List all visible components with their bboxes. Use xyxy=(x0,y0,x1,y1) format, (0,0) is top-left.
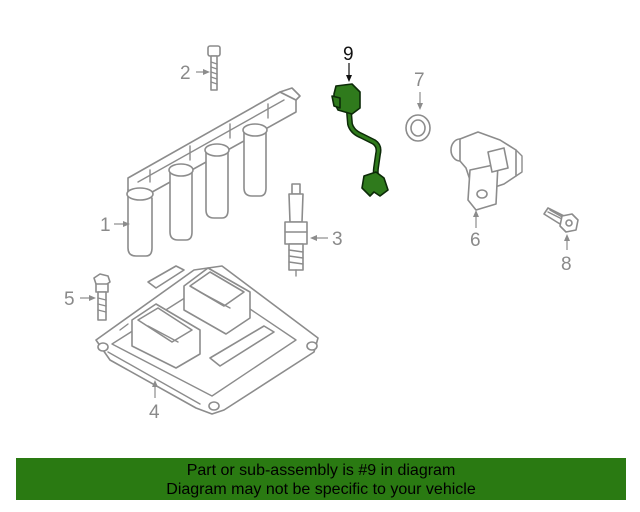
callout-6: 6 xyxy=(470,230,481,251)
callout-7: 7 xyxy=(414,70,425,91)
callout-1: 1 xyxy=(100,215,111,236)
bolt-5 xyxy=(93,273,111,321)
ignition-coil-pack-1 xyxy=(126,87,301,257)
callout-3: 3 xyxy=(332,229,343,250)
part-info-banner: Part or sub-assembly is #9 in diagram Di… xyxy=(16,458,626,500)
banner-line-part: Part or sub-assembly is #9 in diagram xyxy=(186,462,456,479)
callout-9: 9 xyxy=(343,44,354,65)
ecm-4 xyxy=(95,265,319,415)
callout-2: 2 xyxy=(180,63,191,84)
bolt-8 xyxy=(543,207,579,233)
o-ring-7 xyxy=(405,114,431,142)
cam-sensor-6 xyxy=(450,131,523,211)
spark-plug-3 xyxy=(284,183,308,277)
callout-8: 8 xyxy=(561,254,572,275)
callout-4: 4 xyxy=(149,402,160,423)
sensor-harness-9 xyxy=(331,83,389,197)
banner-line-disclaimer: Diagram may not be specific to your vehi… xyxy=(166,481,476,498)
callout-5: 5 xyxy=(64,289,75,310)
bolt-2 xyxy=(207,45,221,91)
